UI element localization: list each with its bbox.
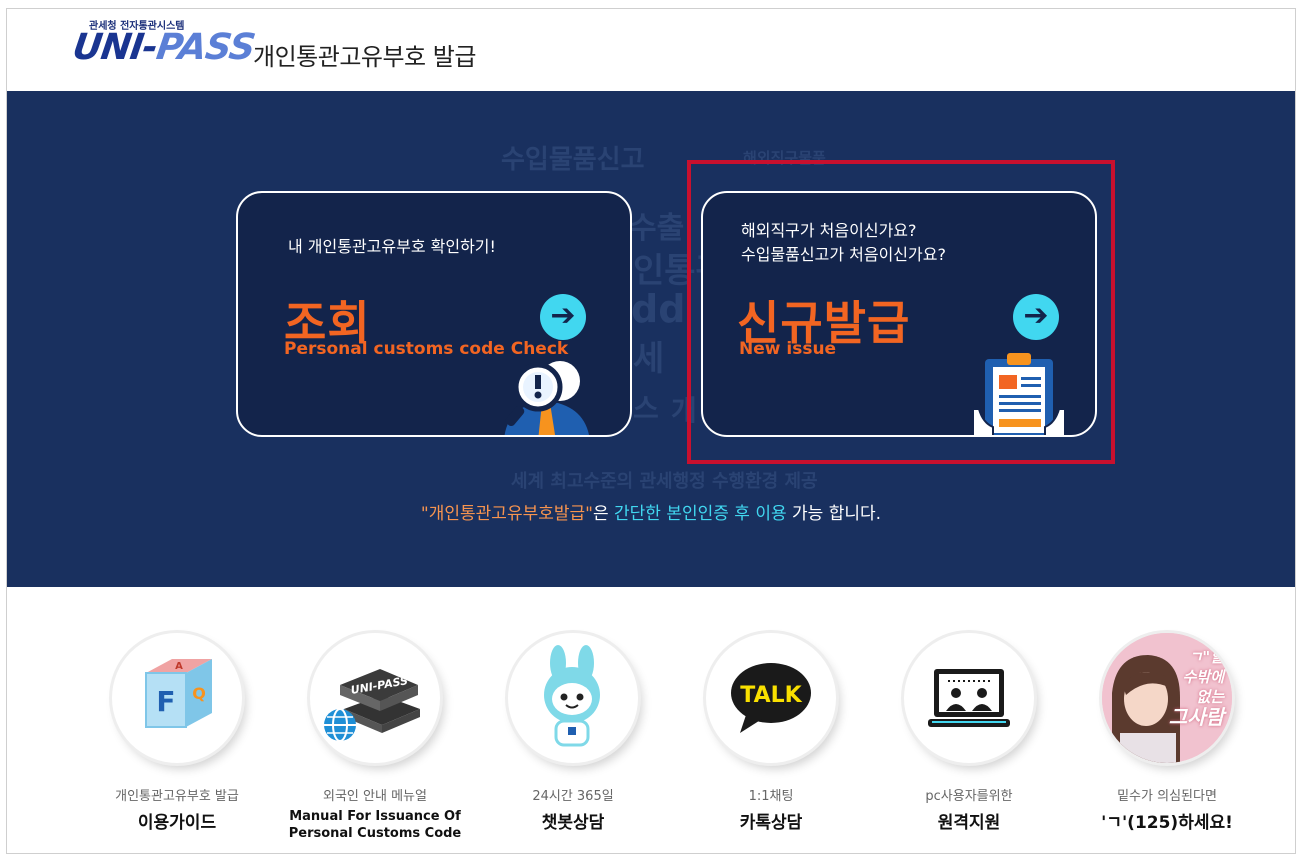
campaign-badge-line2: 수밖에 bbox=[1182, 668, 1224, 686]
check-card-subtitle: Personal customs code Check bbox=[284, 339, 569, 359]
campaign-badge-line1: ㄱ"할 bbox=[1188, 648, 1224, 666]
unipass-logo[interactable]: 관세청 전자통관시스템 UNI-PASS bbox=[69, 17, 257, 77]
foreigner-manual-tile[interactable]: UNI-PASS 외국인 안내 메뉴얼 Manual For Issuance … bbox=[285, 633, 465, 842]
kakaotalk-icon: TALK bbox=[706, 633, 836, 763]
smuggling-report-label: 'ㄱ'(125)하세요! bbox=[1101, 813, 1233, 833]
issue-card-desc-line2: 수입물품신고가 처음이신가요? bbox=[741, 245, 946, 264]
manual-label-line1: Manual For Issuance Of bbox=[289, 809, 461, 824]
faq-cube-side-letter: Q bbox=[192, 684, 206, 703]
issue-card-subtitle: New issue bbox=[739, 339, 837, 359]
wordcloud-word: 수입물품신고 bbox=[501, 145, 645, 175]
wordcloud-word: dd bbox=[631, 287, 686, 331]
manual-books-icon: UNI-PASS bbox=[310, 633, 440, 763]
campaign-badge-line3: 없는 bbox=[1196, 688, 1224, 706]
notice-service-name: "개인통관고유부호발급" bbox=[420, 504, 593, 524]
issue-arrow-icon[interactable]: ➔ bbox=[1013, 294, 1059, 340]
usage-guide-tile[interactable]: F Q A 개인통관고유부호 발급 이용가이드 bbox=[87, 633, 267, 833]
new-issue-card[interactable]: 해외직구가 처음이신가요? 수입물품신고가 처음이신가요? 신규발급 New i… bbox=[701, 191, 1097, 437]
page-frame: 관세청 전자통관시스템 UNI-PASS 개인통관고유부호 발급 수입물품신고 … bbox=[6, 8, 1296, 854]
chatbot-tile[interactable]: 24시간 365일 챗봇상담 bbox=[483, 633, 663, 833]
faq-cube-icon: F Q A bbox=[112, 633, 242, 763]
notice-tail: 가능 합니다. bbox=[786, 504, 882, 524]
kakaotalk-caption: 1:1채팅 bbox=[748, 789, 794, 804]
magnifier-person-icon bbox=[504, 361, 589, 435]
hero-banner: 수입물품신고 해외직구물품 수출 인통관 dd 세 스 개 세계 최고수준의 관… bbox=[7, 91, 1295, 587]
remote-support-label: 원격지원 bbox=[937, 813, 1001, 833]
check-arrow-icon[interactable]: ➔ bbox=[540, 294, 586, 340]
issue-card-desc-line1: 해외직구가 처음이신가요? bbox=[741, 221, 917, 240]
notice-particle: 은 bbox=[592, 504, 615, 524]
remote-support-tile[interactable]: pc사용자를위한 원격지원 bbox=[879, 633, 1059, 833]
page-title: 개인통관고유부호 발급 bbox=[253, 43, 476, 71]
check-card-title: 조회 bbox=[284, 296, 371, 350]
manual-label-line2: Personal Customs Code bbox=[288, 826, 462, 841]
issue-card-description: 해외직구가 처음이신가요? 수입물품신고가 처음이신가요? bbox=[741, 219, 946, 267]
faq-cube-top-letter: A bbox=[175, 661, 183, 672]
remote-support-caption: pc사용자를위한 bbox=[925, 789, 1013, 804]
chatbot-caption: 24시간 365일 bbox=[532, 789, 614, 804]
remote-support-icon bbox=[904, 633, 1034, 763]
manual-caption: 외국인 안내 메뉴얼 bbox=[323, 789, 427, 804]
smuggling-report-tile[interactable]: ㄱ"할 수밖에 없는 그사람 밑수가 의심된다면 'ㄱ'(125)하세요! bbox=[1077, 633, 1257, 833]
kakaotalk-label: 카톡상담 bbox=[739, 813, 803, 833]
issue-card-title: 신규발급 bbox=[737, 296, 911, 350]
check-card-description: 내 개인통관고유부호 확인하기! bbox=[288, 237, 496, 256]
wordcloud-word: 수출 bbox=[629, 211, 685, 246]
chatbot-mascot-icon bbox=[508, 633, 638, 763]
logo-wordmark: UNI-PASS bbox=[70, 27, 257, 68]
chatbot-label: 챗봇상담 bbox=[541, 813, 605, 833]
clipboard-document-icon bbox=[972, 353, 1066, 435]
usage-guide-caption: 개인통관고유부호 발급 bbox=[115, 789, 239, 804]
wordcloud-word: 해외직구물품 bbox=[743, 149, 826, 167]
campaign-badge-line4: 그사람 bbox=[1168, 705, 1224, 729]
wordcloud-word: 스 bbox=[633, 392, 659, 425]
notice-auth-text: 간단한 본인인증 후 이용 bbox=[614, 504, 787, 524]
logo-uni: UNI- bbox=[70, 27, 160, 68]
smuggling-report-caption: 밑수가 의심된다면 bbox=[1117, 789, 1217, 804]
logo-subtitle: 관세청 전자통관시스템 bbox=[89, 21, 185, 32]
wordcloud-word: 세 bbox=[633, 339, 665, 379]
usage-guide-label: 이용가이드 bbox=[137, 813, 217, 833]
logo-pass: PASS bbox=[153, 27, 258, 68]
check-code-card[interactable]: 내 개인통관고유부호 확인하기! 조회 Personal customs cod… bbox=[236, 191, 632, 437]
wordcloud-word: 개 bbox=[671, 394, 697, 427]
faq-cube-front-letter: F bbox=[156, 685, 175, 718]
header: 관세청 전자통관시스템 UNI-PASS 개인통관고유부호 발급 bbox=[7, 9, 1295, 89]
campaign-portrait-icon: ㄱ"할 수밖에 없는 그사람 bbox=[1102, 633, 1232, 763]
notice-text: "개인통관고유부호발급"은 간단한 본인인증 후 이용 가능 합니다. bbox=[7, 499, 1295, 524]
kakaotalk-tile[interactable]: TALK 1:1채팅 카톡상담 bbox=[681, 633, 861, 833]
kakaotalk-bubble-text: TALK bbox=[740, 683, 802, 708]
wordcloud-word: 세계 최고수준의 관세행정 수행환경 제공 bbox=[511, 471, 818, 492]
